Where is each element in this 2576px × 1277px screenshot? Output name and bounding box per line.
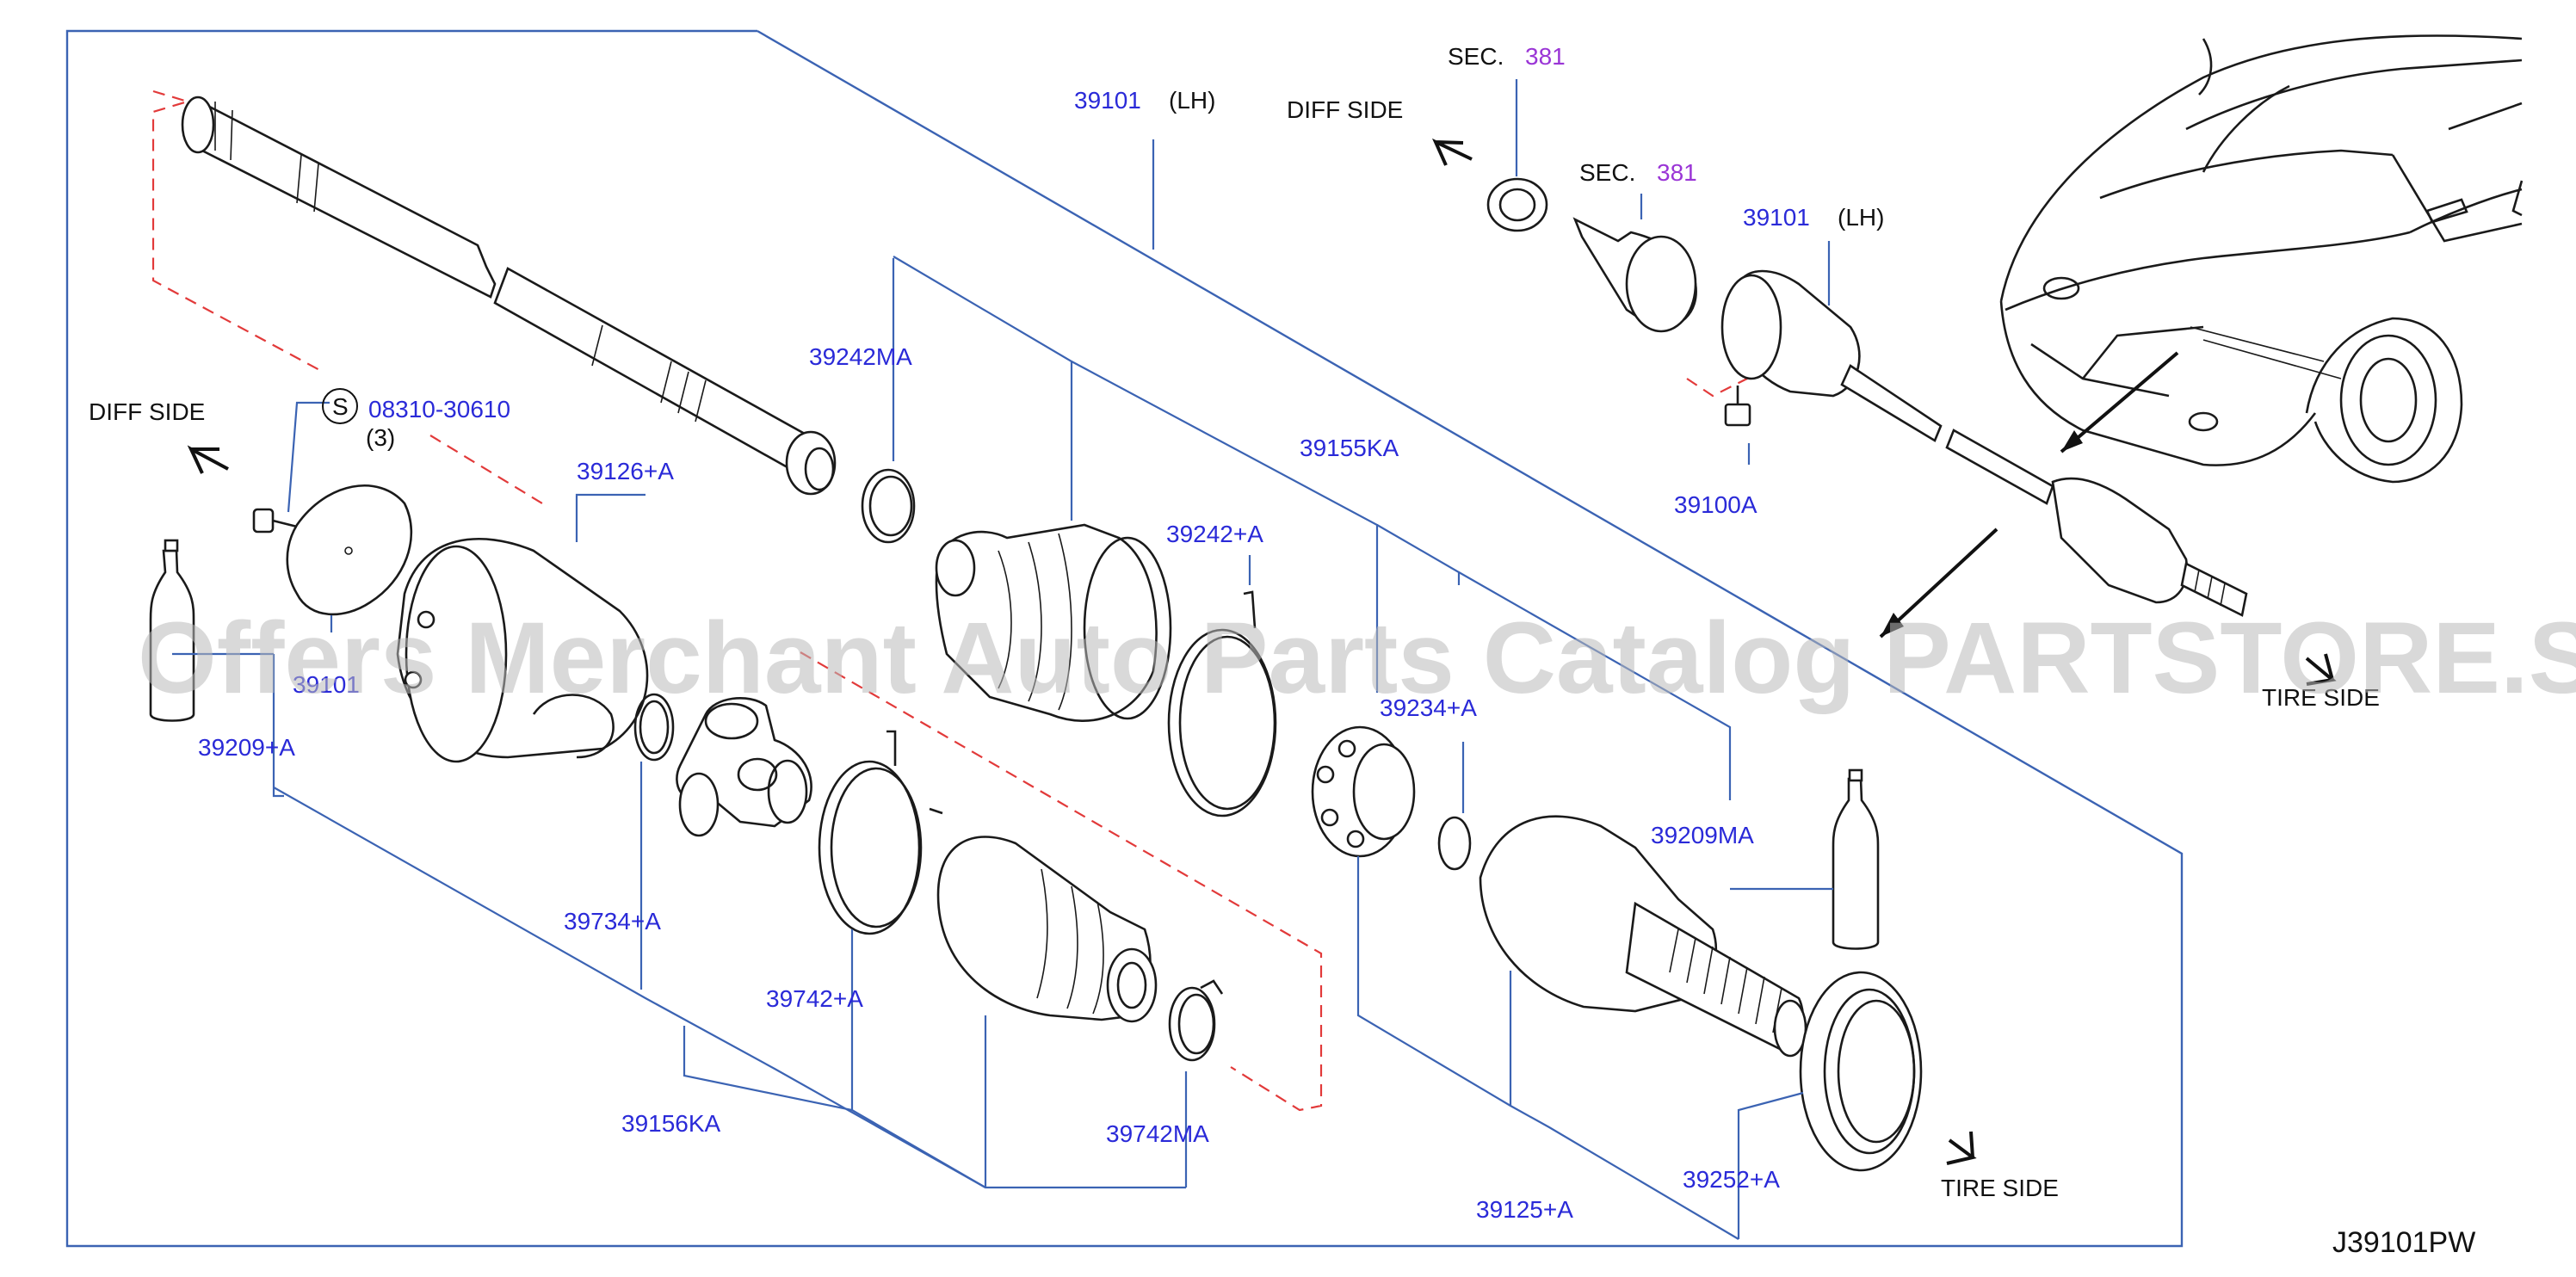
circlip-39234a: [1437, 816, 1472, 871]
label-sec-381-top: 381: [1525, 43, 1566, 70]
label-39155ka: 39155KA: [1300, 435, 1399, 461]
boot-band-39742a: [818, 730, 943, 935]
label-tire-side-bottom: TIRE SIDE: [1941, 1175, 2059, 1201]
label-39156ka: 39156KA: [621, 1110, 721, 1137]
label-tire-side-right: TIRE SIDE: [2262, 684, 2380, 711]
joint-housing: [396, 537, 649, 763]
callout-labels: 39101 (LH) SEC. 381 DIFF SIDE SEC. 381 3…: [89, 43, 2475, 1259]
label-sec-mid: SEC.: [1579, 159, 1635, 186]
label-39101-plate: 39101: [293, 671, 360, 698]
label-diff-side-left: DIFF SIDE: [89, 398, 205, 425]
label-diff-side-top: DIFF SIDE: [1287, 96, 1403, 123]
label-39242a: 39242+A: [1166, 521, 1263, 547]
label-sec-381-mid: 381: [1657, 159, 1697, 186]
watermark: Offers Merchant Auto Parts Catalog PARTS…: [138, 601, 2576, 715]
grease-tube-left: [149, 539, 195, 722]
label-sec-top: SEC.: [1448, 43, 1504, 70]
outer-boot: [935, 523, 1172, 722]
label-39209a: 39209+A: [198, 734, 295, 761]
label-39234a: 39234+A: [1380, 694, 1477, 721]
symbol-circle-s: [322, 388, 358, 424]
label-s: S: [332, 393, 349, 420]
clamp-39742ma: [1168, 979, 1224, 1062]
parts-frame: [65, 29, 2184, 1248]
label-08310-30610: 08310-30610: [368, 396, 510, 423]
label-39209ma: 39209MA: [1651, 822, 1754, 848]
boot-band-39242ma: [861, 468, 916, 544]
cover-plate: [286, 484, 413, 616]
label-qty-3: (3): [366, 424, 395, 451]
label-39242ma: 39242MA: [809, 343, 912, 370]
tripod-spider: [676, 696, 812, 837]
leader-lines: [172, 79, 1833, 1240]
vehicle-illustration: [1999, 34, 2523, 484]
label-39742ma: 39742MA: [1106, 1120, 1209, 1147]
label-39101-right: 39101: [1743, 204, 1810, 231]
label-39252a: 39252+A: [1683, 1166, 1780, 1193]
label-lh-right: (LH): [1838, 204, 1884, 231]
diagram-code: J39101PW: [2332, 1226, 2475, 1259]
label-39125a: 39125+A: [1476, 1196, 1573, 1223]
label-39734a: 39734+A: [564, 908, 661, 935]
label-39126a: 39126+A: [577, 458, 674, 484]
ball-cage: [1311, 725, 1416, 858]
outer-cv-joint: [1479, 815, 1807, 1058]
axle-shaft: [181, 96, 837, 496]
grease-tube-right: [1832, 768, 1880, 950]
label-39101-top: 39101: [1074, 87, 1141, 114]
boot-band-39242a: [1167, 590, 1277, 817]
label-39100a: 39100A: [1674, 491, 1757, 518]
label-39742a: 39742+A: [766, 985, 863, 1012]
label-lh-top: (LH): [1169, 87, 1215, 114]
direction-arrows: [187, 138, 2337, 1165]
mounting-bolt: [252, 508, 298, 534]
dust-seal: [1799, 971, 1923, 1172]
inner-boot: [936, 836, 1158, 1023]
assembled-drive-shaft: [1486, 177, 2248, 617]
snap-ring: [633, 693, 675, 762]
